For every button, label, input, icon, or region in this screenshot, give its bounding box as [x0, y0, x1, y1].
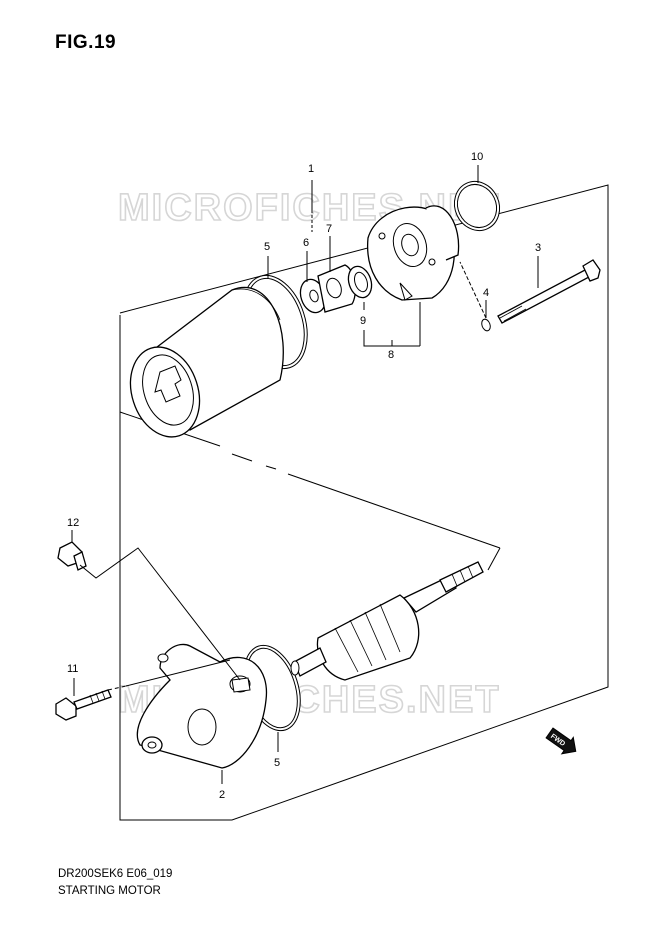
bolt-11 — [55, 689, 112, 721]
callout-8: 8 — [388, 349, 394, 361]
armature — [290, 561, 484, 681]
long-bolt-3 — [497, 259, 601, 324]
callout-2: 2 — [219, 789, 225, 801]
front-housing — [136, 643, 268, 769]
callout-10: 10 — [471, 151, 483, 163]
leader-lines — [71, 165, 539, 784]
motor-yoke — [129, 287, 284, 438]
diagram-code: DR200SEK6 E06_019 — [58, 868, 173, 880]
o-ring-10 — [453, 181, 501, 231]
callout-6: 6 — [303, 237, 309, 249]
callout-4: 4 — [483, 287, 489, 299]
assembly-frame — [119, 184, 609, 821]
figure-title: FIG.19 — [55, 32, 117, 53]
fwd-direction-badge: FWD — [545, 727, 577, 755]
callout-1: 1 — [308, 163, 314, 175]
diagram-name: STARTING MOTOR — [58, 885, 161, 897]
callout-3: 3 — [535, 242, 541, 254]
callout-11: 11 — [67, 663, 78, 675]
callout-12: 12 — [67, 517, 79, 529]
callout-5-upper: 5 — [264, 241, 270, 253]
end-cover — [366, 205, 460, 301]
callout-5-lower: 5 — [274, 757, 280, 769]
screw-12 — [57, 541, 87, 571]
callout-9: 9 — [360, 315, 366, 327]
washer-6 — [299, 278, 327, 314]
plate-7 — [317, 264, 356, 313]
callout-7: 7 — [326, 223, 332, 235]
o-ring-4 — [481, 318, 491, 332]
seal-ring-9 — [347, 265, 373, 299]
callout-labels: 1 2 3 4 5 5 6 7 8 9 10 11 12 — [67, 151, 541, 801]
